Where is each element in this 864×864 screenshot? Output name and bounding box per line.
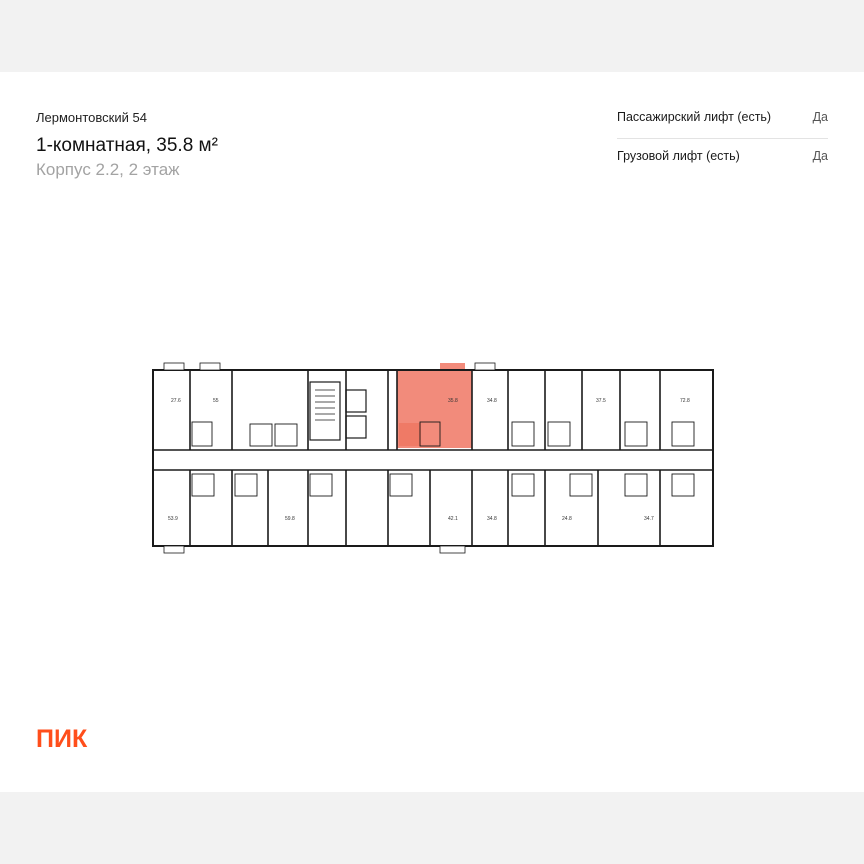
spec-value: Да [812,110,828,124]
windows [163,362,496,554]
project-name: Лермонтовский 54 [36,110,147,125]
unit-label: 34.8 [487,398,497,404]
highlighted-apartment [397,363,472,448]
logo-text: ПИК [36,726,88,750]
apartment-title: 1-комнатная, 35.8 м² [36,135,218,156]
unit-label: 37.5 [596,398,606,404]
corridor-walls [153,449,713,471]
spec-row-passenger-lift: Пассажирский лифт (есть) Да [617,100,828,139]
spec-label: Грузовой лифт (есть) [617,149,740,163]
highlight-balcony [440,363,465,372]
spec-row-freight-lift: Грузовой лифт (есть) Да [617,139,828,177]
unit-label: 55 [213,398,219,404]
floor-plan: 27.6 55 35.8 34.8 37.5 72.8 53.9 59.8 42… [152,362,714,554]
unit-label: 42.1 [448,516,458,522]
apartment-subtitle: Корпус 2.2, 2 этаж [36,160,180,179]
specs-list: Пассажирский лифт (есть) Да Грузовой лиф… [617,100,828,177]
bottom-partitions [189,470,661,546]
spec-value: Да [812,149,828,163]
stair-core [309,381,367,441]
highlight-bath [399,423,421,446]
outer-walls [152,369,714,547]
unit-label: 34.8 [487,516,497,522]
unit-label: 27.6 [171,398,181,404]
unit-label: 59.8 [285,516,295,522]
unit-label: 34.7 [644,516,654,522]
unit-label: 72.8 [680,398,690,404]
unit-label: 53.9 [168,516,178,522]
bathrooms [191,421,695,497]
plan-sheet: Лермонтовский 54 1-комнатная, 35.8 м² Ко… [0,72,864,792]
unit-label: 24.8 [562,516,572,522]
unit-label: 35.8 [448,398,458,404]
top-unit-labels: 27.6 55 35.8 34.8 37.5 72.8 [171,398,690,404]
spec-label: Пассажирский лифт (есть) [617,110,772,124]
pik-logo: ПИК [36,726,88,750]
bottom-unit-labels: 53.9 59.8 42.1 34.8 24.8 34.7 [168,516,654,522]
